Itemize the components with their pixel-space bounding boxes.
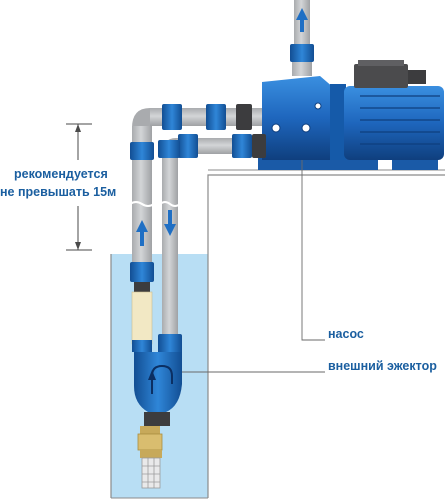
external-ejector bbox=[132, 340, 182, 426]
arrow-up-icon bbox=[136, 220, 148, 246]
pump-label: насос bbox=[328, 327, 364, 341]
dimension-arrow-icon bbox=[75, 124, 81, 132]
connector bbox=[232, 134, 252, 158]
connector bbox=[252, 134, 266, 158]
pump-body bbox=[262, 76, 334, 160]
dimension-arrow-icon bbox=[75, 242, 81, 250]
arrow-up-icon bbox=[296, 8, 308, 32]
connector bbox=[130, 262, 154, 282]
pump-callout bbox=[301, 160, 325, 341]
pump-housing bbox=[330, 84, 346, 160]
connector bbox=[130, 142, 154, 160]
pump bbox=[258, 60, 444, 170]
strainer bbox=[141, 457, 161, 489]
arrow-down-icon bbox=[164, 210, 176, 236]
connector bbox=[158, 140, 180, 158]
outlet-connector bbox=[290, 44, 314, 62]
pump-base bbox=[258, 158, 378, 170]
connector bbox=[206, 104, 226, 130]
foot-valve bbox=[137, 426, 163, 489]
capacitor bbox=[408, 70, 426, 84]
suction-elbow bbox=[132, 108, 150, 128]
outlet-pipe bbox=[290, 0, 314, 76]
horizontal-return-line bbox=[176, 134, 266, 158]
ejector-label: внешний эжектор bbox=[328, 359, 437, 373]
motor-body bbox=[344, 86, 444, 160]
suction-pipe-submerged bbox=[131, 291, 153, 345]
pump-foot bbox=[392, 158, 438, 170]
horizontal-suction-line bbox=[150, 104, 262, 130]
height-limit-label-line1: рекомендуется bbox=[14, 167, 108, 181]
height-limit-label-line2: не превышать 15м bbox=[0, 185, 117, 199]
return-pipe bbox=[158, 140, 182, 354]
ground-surface bbox=[207, 174, 445, 498]
connector bbox=[162, 104, 182, 130]
connector bbox=[158, 334, 182, 354]
suction-pipe bbox=[129, 126, 155, 345]
callout-lines bbox=[182, 160, 325, 373]
connector bbox=[236, 104, 252, 130]
terminal-box bbox=[354, 64, 408, 88]
connector bbox=[178, 134, 198, 158]
height-dimension bbox=[66, 123, 92, 251]
